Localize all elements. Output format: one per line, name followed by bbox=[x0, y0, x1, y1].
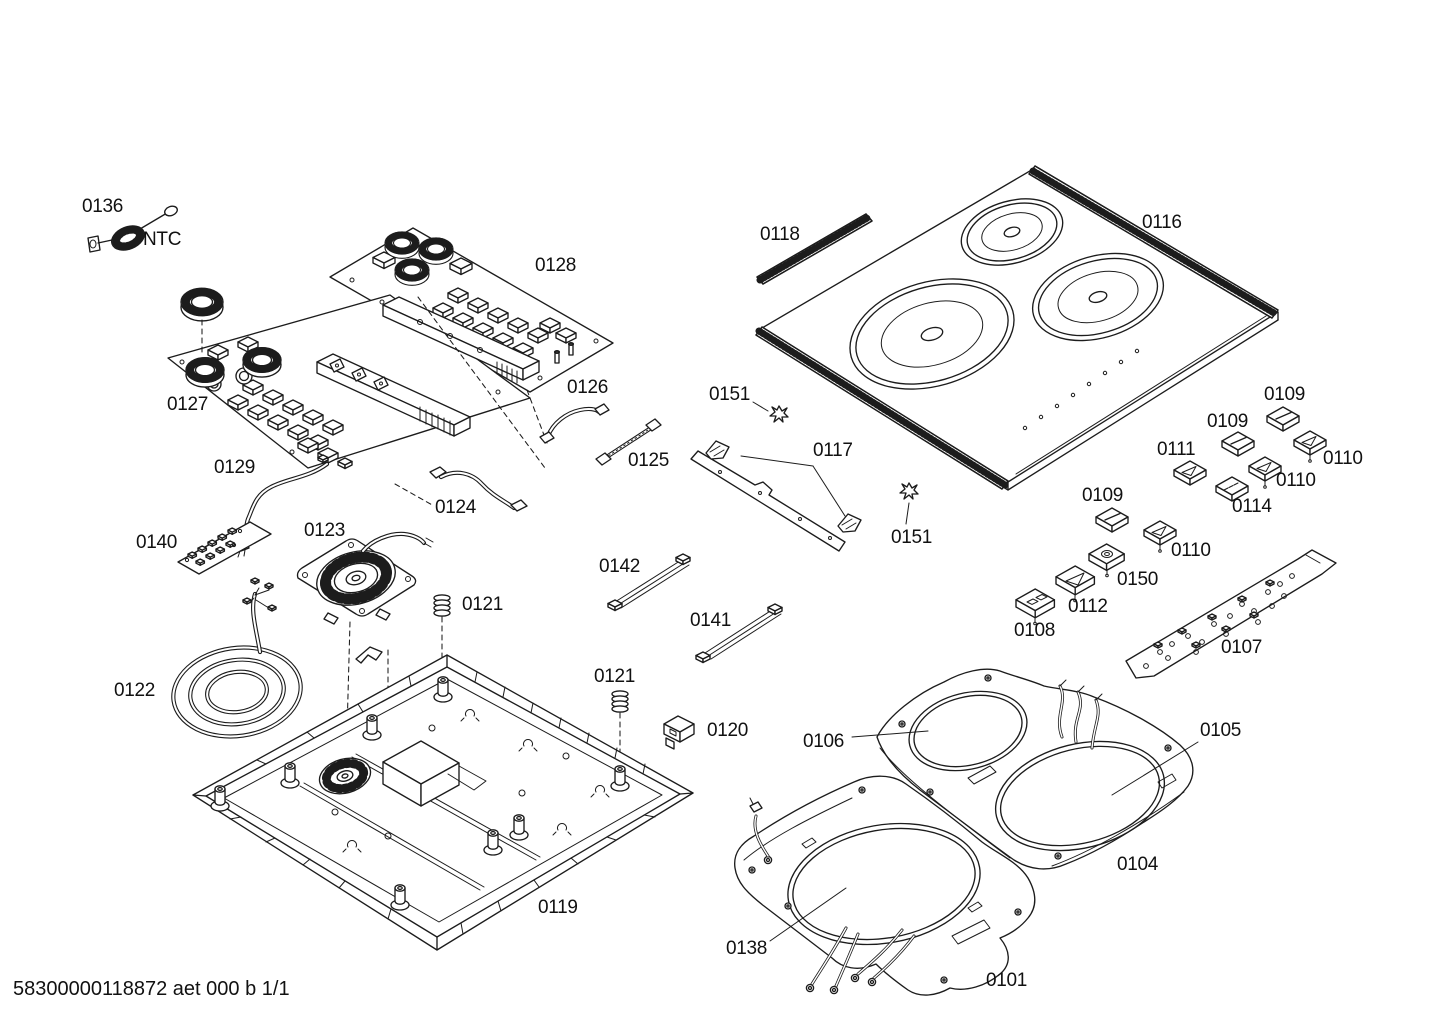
ribbon-cable-0142 bbox=[607, 553, 691, 612]
part-label-0141-14: 0141 bbox=[690, 610, 732, 631]
bracket-clip-right bbox=[837, 513, 862, 533]
control-pcb-0107 bbox=[1125, 549, 1337, 679]
tray-fan-recess bbox=[318, 757, 372, 795]
induction-coil-0106 bbox=[908, 690, 1028, 772]
burner-zone-rear bbox=[960, 198, 1064, 266]
part-label-0108-32: 0108 bbox=[1014, 620, 1056, 641]
part-label-0112-31: 0112 bbox=[1068, 596, 1108, 617]
part-label-0142-13: 0142 bbox=[599, 556, 641, 577]
tray-wall-slots bbox=[229, 671, 656, 935]
bracket-0117 bbox=[690, 440, 862, 552]
clip-0151-b bbox=[899, 482, 919, 525]
part-label-0120-15: 0120 bbox=[707, 720, 749, 741]
cable-aux bbox=[539, 403, 610, 444]
part-label-0125-6: 0125 bbox=[628, 450, 670, 471]
glass-cooktop-0116 bbox=[755, 165, 1279, 491]
part-label-0114-27: 0114 bbox=[1232, 496, 1272, 517]
part-label-0111-25: 0111 bbox=[1157, 439, 1196, 460]
coil-plate-0104 bbox=[851, 668, 1199, 870]
power-pcb-0128 bbox=[329, 227, 614, 393]
part-label-0110-29: 0110 bbox=[1171, 540, 1211, 561]
part-label-0117-20: 0117 bbox=[813, 440, 853, 461]
part-label-0151-19: 0151 bbox=[709, 384, 751, 405]
control-marks bbox=[1022, 348, 1140, 431]
glass-edge-rail-right bbox=[1028, 165, 1279, 319]
cable-0125 bbox=[595, 418, 662, 466]
part-label-0150-30: 0150 bbox=[1117, 569, 1159, 590]
document-number: 58300000118872 aet 000 b 1/1 bbox=[13, 978, 290, 1000]
part-label-0110-24: 0110 bbox=[1323, 448, 1363, 469]
burner-zone-right bbox=[1031, 252, 1165, 342]
tray-electronics-box bbox=[382, 740, 487, 807]
part-label-0124-7: 0124 bbox=[435, 497, 477, 518]
cable-0124 bbox=[429, 466, 528, 512]
part-label-0127-3: 0127 bbox=[167, 394, 209, 415]
induction-coil-0105 bbox=[994, 740, 1166, 852]
part-label-0151-21: 0151 bbox=[891, 527, 933, 548]
toroid-choke bbox=[181, 288, 223, 353]
fan-bracket bbox=[355, 646, 383, 664]
part-label-0109-28: 0109 bbox=[1082, 485, 1124, 506]
part-label-0128-2: 0128 bbox=[535, 255, 577, 276]
part-label-0109-22: 0109 bbox=[1264, 384, 1306, 405]
part-label-0140-8: 0140 bbox=[136, 532, 178, 553]
part-label-0109-23: 0109 bbox=[1207, 411, 1249, 432]
base-tray-0119 bbox=[192, 654, 694, 951]
part-label-0116-18: 0116 bbox=[1142, 212, 1182, 233]
part-label-0121-11: 0121 bbox=[462, 594, 504, 615]
glass-edge-rail-left bbox=[755, 326, 1009, 490]
ribbon-cable-0141 bbox=[695, 603, 783, 664]
part-label-0101-38: 0101 bbox=[986, 970, 1028, 991]
mains-cable-0122 bbox=[171, 577, 303, 739]
part-label-NTC-1: NTC bbox=[143, 229, 182, 250]
induction-coil-0138 bbox=[787, 822, 981, 946]
part-label-0104-36: 0104 bbox=[1117, 854, 1159, 875]
seal-strip-0118 bbox=[756, 213, 873, 285]
spring-0121-b bbox=[611, 690, 629, 757]
part-label-0126-4: 0126 bbox=[567, 377, 609, 398]
part-label-0107-33: 0107 bbox=[1221, 637, 1263, 658]
button-caps bbox=[1015, 406, 1327, 626]
part-label-0136-0: 0136 bbox=[82, 196, 124, 217]
part-label-0118-17: 0118 bbox=[760, 224, 800, 245]
heatsink-0126 bbox=[316, 296, 575, 437]
ntc-sensor-0136 bbox=[87, 205, 178, 253]
fan-0123 bbox=[296, 531, 434, 769]
clip-0151-a bbox=[752, 401, 789, 423]
part-label-0106-34: 0106 bbox=[803, 731, 845, 752]
filter-pcb-0140 bbox=[177, 521, 272, 575]
part-label-0122-10: 0122 bbox=[114, 680, 156, 701]
bracket-clip-left bbox=[705, 440, 730, 460]
part-label-0129-5: 0129 bbox=[214, 457, 256, 478]
part-label-0110-26: 0110 bbox=[1276, 470, 1316, 491]
burner-zone-front-left bbox=[849, 278, 1015, 390]
part-label-0105-35: 0105 bbox=[1200, 720, 1242, 741]
part-label-0121-12: 0121 bbox=[594, 666, 636, 687]
tray-floor-holes bbox=[331, 709, 610, 853]
coil-plate-0101 bbox=[733, 775, 1036, 996]
explode-guides bbox=[394, 296, 548, 507]
part-label-0123-9: 0123 bbox=[304, 520, 346, 541]
part-label-0138-37: 0138 bbox=[726, 938, 768, 959]
connector-0120 bbox=[663, 715, 695, 750]
part-label-0119-16: 0119 bbox=[538, 897, 578, 918]
